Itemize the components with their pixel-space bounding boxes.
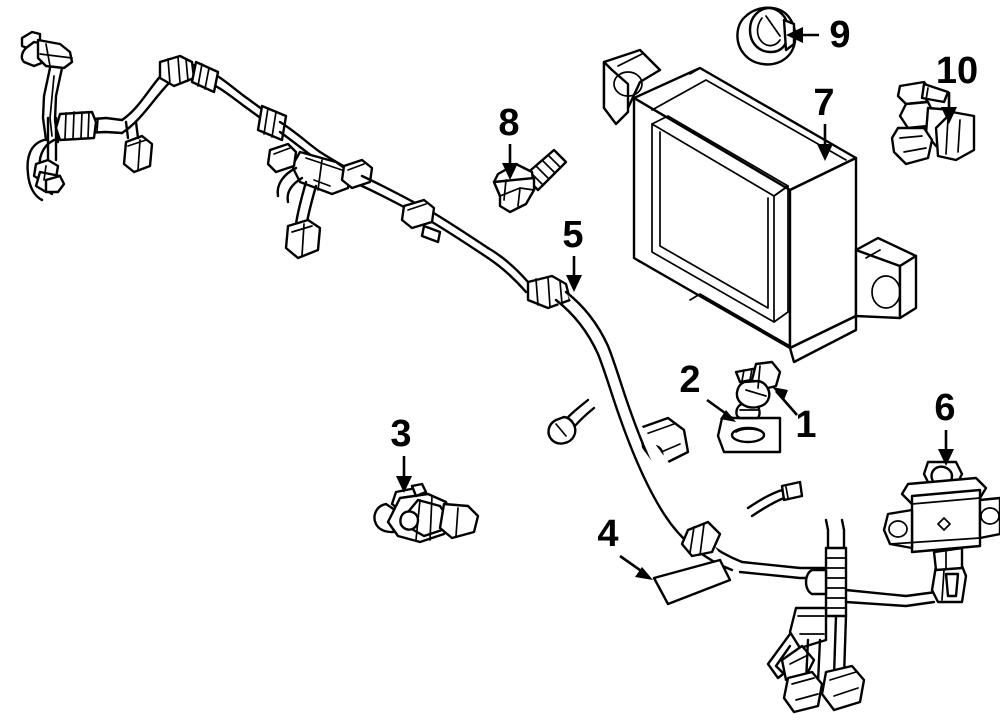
cable-sleeve-lower <box>680 520 722 558</box>
cable-retainer-clip <box>734 360 782 409</box>
cable-sleeve-item5 <box>526 274 572 310</box>
callout-3-arrowhead <box>396 476 412 493</box>
cable-end-clip-right <box>930 564 968 604</box>
cable-connector-lower-mid <box>788 606 828 650</box>
harness-corrugated-right <box>190 60 220 94</box>
cable-bottom-connector-left <box>782 670 824 714</box>
callout-9-label: 9 <box>829 14 850 56</box>
callout-layer: 1 2 3 4 <box>390 14 978 580</box>
harness-connector-mid-run <box>400 198 436 230</box>
callout-10-arrowhead <box>941 107 957 124</box>
cable-bottom-connector-right <box>820 664 866 712</box>
callout-2: 2 <box>679 359 736 422</box>
harness-left-connector <box>20 30 74 70</box>
cable-tab-marker <box>780 480 804 502</box>
callout-6: 6 <box>934 387 956 466</box>
cable-corrugated-vertical <box>824 546 848 618</box>
callout-8-arrowhead <box>502 163 518 180</box>
callout-2-arrowhead <box>720 410 736 422</box>
callout-3-label: 3 <box>390 413 411 455</box>
harness-connector-lower-left <box>32 158 66 194</box>
identification-plate <box>652 558 732 606</box>
cable-bulb-connector <box>547 415 577 445</box>
callout-1-label: 1 <box>795 404 816 446</box>
callout-4-label: 4 <box>597 513 618 555</box>
callout-5-label: 5 <box>562 214 583 256</box>
mounting-bracket-with-oval-hole <box>716 400 782 454</box>
callout-4-arrowhead <box>635 567 653 580</box>
callout-1: 1 <box>772 387 817 446</box>
callout-10: 10 <box>936 50 978 124</box>
callout-7-label: 7 <box>813 82 834 124</box>
harness-connector-lower-center <box>284 218 322 260</box>
callout-5: 5 <box>562 214 584 292</box>
callout-1-arrowhead <box>772 387 788 400</box>
callout-7: 7 <box>813 82 835 161</box>
harness-marker-tab <box>420 224 442 244</box>
harness-stub-connector <box>266 142 298 174</box>
callout-9-arrowhead <box>786 27 803 43</box>
harness-retainer-bracket <box>890 80 976 166</box>
callout-2-label: 2 <box>679 359 700 401</box>
main-wiring-harness <box>20 30 490 260</box>
callout-6-label: 6 <box>934 387 955 429</box>
wheel-speed-sensor <box>373 482 480 544</box>
callout-3: 3 <box>390 413 412 493</box>
callout-8: 8 <box>498 102 520 180</box>
callout-5-arrowhead <box>566 275 582 292</box>
electronic-control-module <box>602 48 918 364</box>
harness-sleeve-left <box>54 110 98 142</box>
callout-4: 4 <box>597 513 653 580</box>
harness-connector-mid-left <box>122 134 154 174</box>
callout-8-label: 8 <box>498 102 519 144</box>
hex-flange-bolt <box>492 148 568 214</box>
rubber-grommet-mount <box>736 6 797 66</box>
callout-9: 9 <box>786 14 851 56</box>
harness-clip-node-right <box>340 158 374 190</box>
callout-6-arrowhead <box>938 449 954 466</box>
callout-7-arrowhead <box>817 144 833 161</box>
callout-10-label: 10 <box>936 50 978 92</box>
harness-branch-node <box>290 150 352 196</box>
yaw-rate-sensor-module <box>882 460 1000 572</box>
cable-grommet-vertical <box>804 568 828 596</box>
harness-sleeve-apex <box>158 54 196 88</box>
sensor-harness-cable <box>486 246 968 714</box>
